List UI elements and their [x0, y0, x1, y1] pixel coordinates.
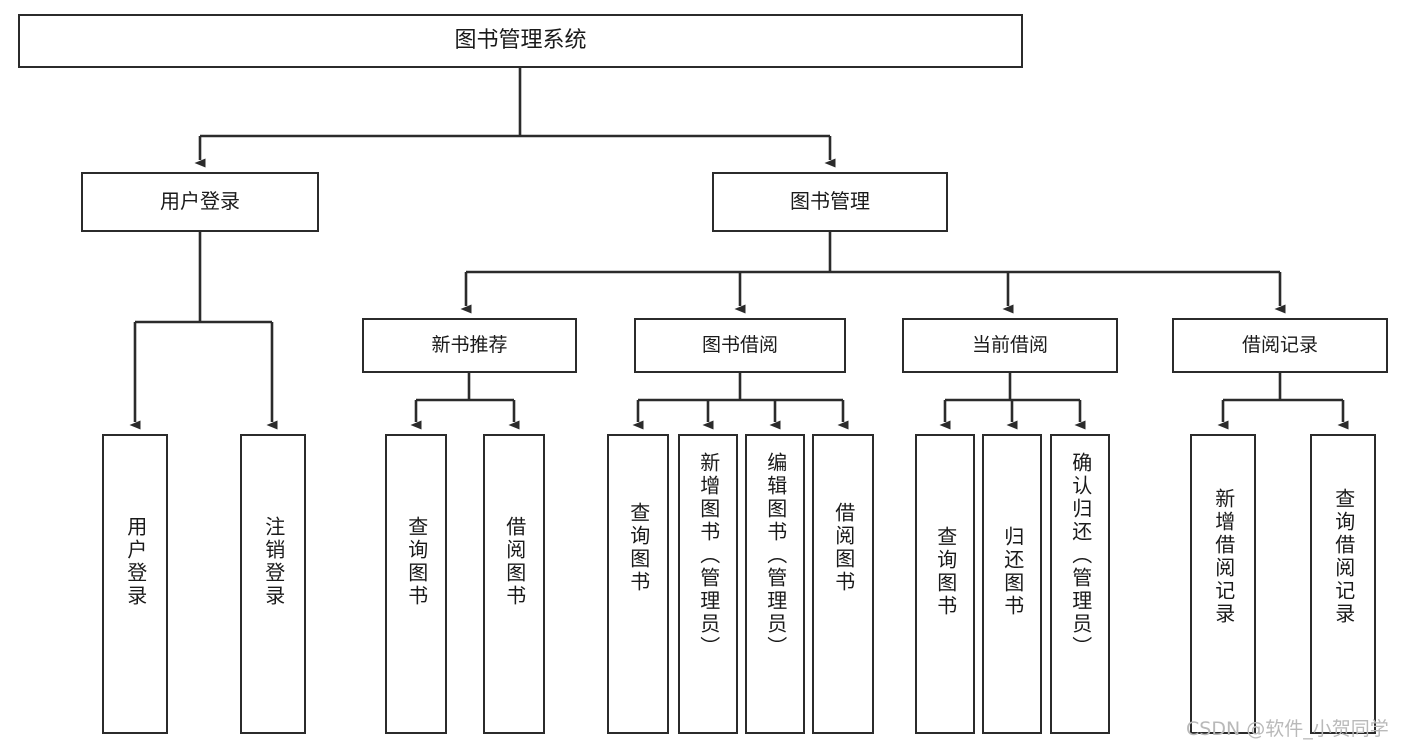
node-leaf-borrow-book-2-label: 借阅图书 — [831, 502, 856, 594]
node-leaf-borrow-book-2[interactable]: 借阅图书 — [812, 434, 874, 734]
node-leaf-query-record[interactable]: 查询借阅记录 — [1310, 434, 1376, 734]
node-book-borrow[interactable]: 图书借阅 — [634, 318, 846, 373]
node-leaf-confirm-return[interactable]: 确认归还（管理员） — [1050, 434, 1110, 734]
node-new-book-recommend-label: 新书推荐 — [431, 334, 508, 357]
node-user-login[interactable]: 用户登录 — [81, 172, 319, 232]
node-leaf-query-book-3[interactable]: 查询图书 — [915, 434, 975, 734]
node-leaf-add-book-label: 新增图书（管理员） — [696, 452, 721, 659]
node-leaf-query-record-label: 查询借阅记录 — [1331, 488, 1356, 626]
node-leaf-borrow-book-1-label: 借阅图书 — [502, 516, 527, 608]
node-leaf-edit-book-label: 编辑图书（管理员） — [763, 452, 788, 659]
node-book-manage-label: 图书管理 — [790, 189, 870, 214]
node-leaf-add-record[interactable]: 新增借阅记录 — [1190, 434, 1256, 734]
node-leaf-user-login[interactable]: 用户登录 — [102, 434, 168, 734]
node-current-borrow-label: 当前借阅 — [971, 334, 1048, 357]
node-leaf-return-book[interactable]: 归还图书 — [982, 434, 1042, 734]
node-leaf-user-login-label: 用户登录 — [123, 516, 148, 608]
node-leaf-confirm-return-label: 确认归还（管理员） — [1068, 452, 1093, 659]
node-book-manage[interactable]: 图书管理 — [712, 172, 948, 232]
watermark: CSDN @软件_小贺同学 — [1186, 718, 1389, 740]
node-leaf-add-book[interactable]: 新增图书（管理员） — [678, 434, 738, 734]
node-leaf-logout[interactable]: 注销登录 — [240, 434, 306, 734]
node-leaf-edit-book[interactable]: 编辑图书（管理员） — [745, 434, 805, 734]
node-leaf-borrow-book-1[interactable]: 借阅图书 — [483, 434, 545, 734]
node-root-label: 图书管理系统 — [454, 28, 587, 54]
node-user-login-label: 用户登录 — [160, 189, 240, 214]
node-leaf-logout-label: 注销登录 — [261, 516, 286, 608]
node-leaf-return-book-label: 归还图书 — [1000, 526, 1025, 618]
node-root[interactable]: 图书管理系统 — [18, 14, 1023, 68]
node-leaf-query-book-1-label: 查询图书 — [404, 516, 429, 608]
node-borrow-record-label: 借阅记录 — [1241, 334, 1318, 357]
node-leaf-query-book-2-label: 查询图书 — [626, 502, 651, 594]
node-leaf-query-book-1[interactable]: 查询图书 — [385, 434, 447, 734]
node-current-borrow[interactable]: 当前借阅 — [902, 318, 1118, 373]
node-book-borrow-label: 图书借阅 — [701, 334, 778, 357]
node-borrow-record[interactable]: 借阅记录 — [1172, 318, 1388, 373]
node-new-book-recommend[interactable]: 新书推荐 — [362, 318, 577, 373]
node-leaf-add-record-label: 新增借阅记录 — [1211, 488, 1236, 626]
node-leaf-query-book-2[interactable]: 查询图书 — [607, 434, 669, 734]
node-leaf-query-book-3-label: 查询图书 — [933, 526, 958, 618]
